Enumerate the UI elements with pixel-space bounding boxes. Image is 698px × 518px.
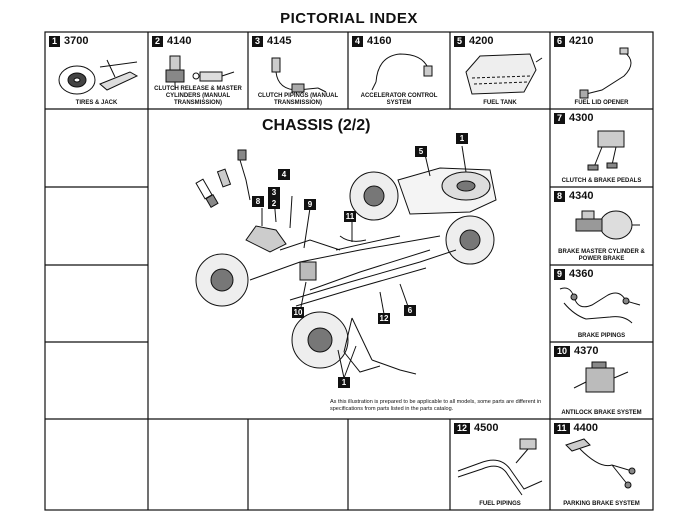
callout-5: 5 (415, 146, 427, 157)
section-number: 10 (554, 345, 571, 357)
pedals-illustration (587, 130, 625, 171)
section-caption: BRAKE PIPINGS (577, 333, 626, 339)
section-number: 12 (454, 422, 471, 434)
section-number: 11 (554, 422, 570, 434)
section-number: 7 (554, 112, 566, 124)
section-number: 6 (554, 35, 566, 47)
section-number: 9 (554, 268, 566, 280)
section-caption: TIRES & JACK (75, 100, 118, 106)
section-caption: FUEL PIPINGS (479, 501, 521, 507)
fuel-tank-illustration (465, 53, 543, 95)
callout-6: 6 (404, 305, 416, 316)
section-number: 5 (454, 35, 466, 47)
section-code: 4210 (569, 35, 594, 47)
section-code: 4140 (167, 35, 192, 47)
callout-8: 8 (252, 196, 264, 207)
parking-brake-illustration (565, 438, 636, 489)
fuel-pipe-illustration (457, 438, 543, 496)
brake-pipe-illustration (559, 287, 641, 324)
section-code: 4370 (574, 345, 599, 357)
section-code: 4340 (569, 190, 594, 202)
fuel-lid-cable-illustration (579, 47, 632, 99)
abs-unit-illustration (573, 361, 629, 393)
section-code: 4360 (569, 268, 594, 280)
callout-4: 4 (278, 169, 290, 180)
section-code: 4200 (469, 35, 494, 47)
section-number: 4 (352, 35, 364, 47)
section-caption: ANTILOCK BRAKE SYSTEM (561, 410, 642, 416)
section-code: 4300 (569, 112, 594, 124)
section-caption: FUEL TANK (483, 100, 517, 106)
section-code: 3700 (64, 35, 89, 47)
chassis-title: CHASSIS (2/2) (262, 117, 371, 134)
section-code: 4145 (267, 35, 292, 47)
accelerator-cable-illustration (371, 53, 433, 91)
callout-2: 2 (268, 198, 280, 209)
callout-11: 11 (344, 211, 356, 222)
section-caption: PARKING BRAKE SYSTEM (563, 501, 640, 507)
section-code: 4500 (474, 422, 499, 434)
callout-9: 9 (304, 199, 316, 210)
callout-10: 10 (292, 307, 304, 318)
section-caption: BRAKE MASTER CYLINDER & POWER BRAKE (558, 249, 645, 262)
clutch-cylinder-illustration (165, 55, 235, 90)
section-number: 2 (152, 35, 164, 47)
section-number: 8 (554, 190, 566, 202)
section-number: 3 (252, 35, 264, 47)
section-caption: FUEL LID OPENER (574, 100, 629, 106)
callout-12: 12 (378, 313, 390, 324)
callout-3: 3 (268, 187, 280, 198)
callout-1-lower: 1 (338, 377, 350, 388)
page-title: PICTORIAL INDEX (280, 10, 418, 27)
section-code: 4160 (367, 35, 392, 47)
section-caption: CLUTCH PIPINGS (MANUAL TRANSMISSION) (257, 93, 339, 106)
section-caption: ACCELERATOR CONTROL SYSTEM (360, 93, 438, 106)
tire-jack-illustration (58, 59, 139, 95)
section-number: 1 (49, 35, 61, 47)
clutch-pipe-illustration (271, 57, 327, 93)
section-caption: CLUTCH & BRAKE PEDALS (561, 178, 642, 184)
section-code: 4400 (573, 422, 598, 434)
section-caption: CLUTCH RELEASE & MASTER CYLINDERS (MANUA… (154, 86, 242, 106)
callout-1: 1 (456, 133, 468, 144)
applicability-note: As this illustration is prepared to be a… (330, 399, 542, 412)
brake-booster-illustration (575, 210, 640, 240)
